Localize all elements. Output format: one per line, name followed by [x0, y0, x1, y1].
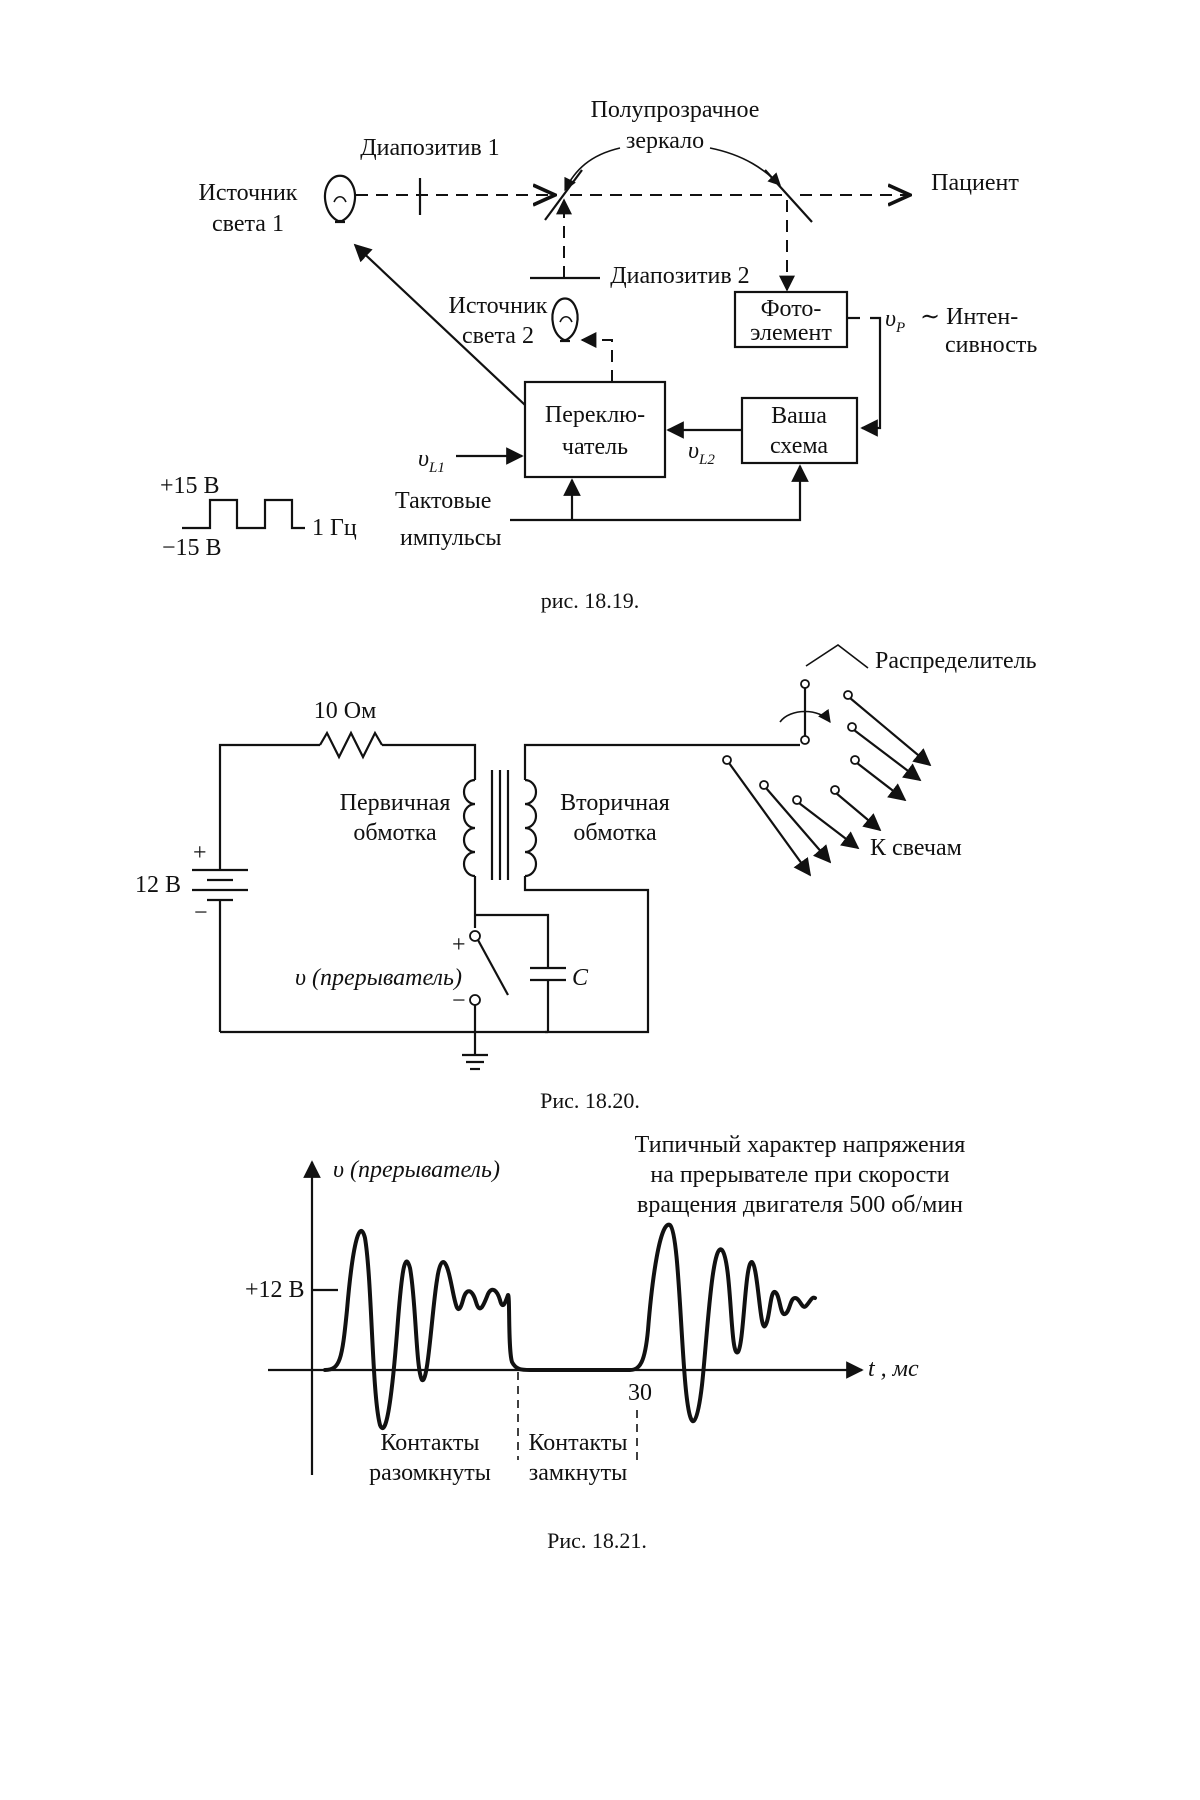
wire-battery-top [220, 745, 320, 820]
wire-secondary-to-distributor [525, 745, 800, 780]
vp-label: υP [885, 306, 905, 336]
wire-resistor-to-primary [382, 745, 475, 780]
figure-18-20: 10 Ом Первичная обмотка Вторичная обмотк… [135, 645, 1037, 1113]
switch-to-source2-line [582, 340, 612, 382]
x-axis-label: t , мс [868, 1356, 919, 1382]
minus15-label: −15 В [162, 535, 222, 561]
distributor-pointer [806, 645, 868, 668]
wire-to-capacitor [475, 915, 548, 968]
circuit-label-line2: схема [770, 433, 828, 459]
breaker-contact-bottom [470, 995, 480, 1005]
photocell-label-line1: Фото- [761, 296, 822, 322]
source1-label-line2: света 1 [212, 211, 284, 237]
slide2-label: Диапозитив 2 [610, 263, 749, 289]
wire-secondary-return [525, 876, 648, 1032]
contacts-closed-line1: Контакты [528, 1430, 627, 1456]
caption-18-21: Рис. 18.21. [547, 1528, 647, 1553]
title-line2: на прерывателе при скорости [650, 1162, 949, 1188]
distributor-rotor-pivot [801, 736, 809, 744]
switch-label-line2: чатель [562, 434, 628, 460]
mirror-label-line1: Полупрозрачное [591, 97, 760, 123]
vl1-label: υL1 [418, 446, 445, 476]
source2-label-line2: света 2 [462, 323, 534, 349]
photocell-label-line2: элемент [750, 320, 832, 346]
breaker-arm [478, 940, 508, 995]
mirror-pointer-right [710, 148, 780, 185]
primary-label-line2: обмотка [353, 820, 437, 846]
switch-label-line1: Переклю- [545, 402, 645, 428]
secondary-label-line1: Вторичная [560, 790, 670, 816]
intensity-label-line1: ∼ Интен- [920, 304, 1018, 330]
plus15-label: +15 В [160, 473, 220, 499]
ground-icon [462, 1055, 488, 1069]
mirror-pointer-left [565, 148, 620, 190]
breaker-contact-top [470, 931, 480, 941]
secondary-label-line2: обмотка [573, 820, 657, 846]
photocell-to-circuit-line [862, 318, 880, 428]
switch-box [525, 382, 665, 477]
primary-coil-icon [464, 780, 475, 876]
breaker-voltage-wave [325, 1225, 815, 1428]
battery-minus: − [194, 900, 208, 926]
resistor-label: 10 Ом [314, 698, 377, 724]
freq-label: 1 Гц [312, 515, 357, 541]
contacts-closed-line2: замкнуты [529, 1460, 627, 1486]
y-axis-label: υ (прерыватель) [333, 1157, 500, 1183]
caption-18-20: Рис. 18.20. [540, 1088, 640, 1113]
title-line3: вращения двигателя 500 об/мин [637, 1192, 963, 1218]
slide1-label: Диапозитив 1 [360, 135, 499, 161]
battery-label: 12 В [135, 872, 181, 898]
x-tick-label-30: 30 [628, 1380, 652, 1406]
distributor-rotor-tip [801, 680, 809, 688]
to-plugs-label: К свечам [870, 835, 962, 861]
distributor-label: Распределитель [875, 648, 1037, 674]
intensity-label-line2: сивность [945, 332, 1037, 358]
battery-plus: + [193, 840, 207, 866]
mirror-label-line2: зеркало [626, 128, 704, 154]
resistor-icon [320, 733, 382, 757]
breaker-label: υ (прерыватель) [295, 965, 462, 991]
clock-label-line1: Тактовые [395, 488, 491, 514]
lamp1-icon [325, 176, 355, 222]
patient-label: Пациент [931, 170, 1019, 196]
y-tick-label: +12 В [245, 1277, 305, 1303]
lamp2-icon [552, 299, 577, 342]
source1-label-line1: Источник [199, 180, 298, 206]
capacitor-label: C [572, 965, 589, 991]
vl2-label: υL2 [688, 438, 715, 468]
breaker-plus: + [452, 932, 466, 958]
contacts-open-line2: разомкнуты [369, 1460, 491, 1486]
title-line1: Типичный характер напряжения [635, 1132, 966, 1158]
capacitor-icon [530, 968, 566, 1032]
square-wave-icon [182, 500, 305, 528]
figure-18-19: Полупрозрачное зеркало Диапозитив 1 Исто… [160, 97, 1037, 613]
breaker-minus: − [452, 988, 466, 1014]
primary-label-line1: Первичная [340, 790, 451, 816]
secondary-coil-icon [525, 780, 536, 876]
clock-label-line2: импульсы [400, 525, 502, 551]
circuit-label-line1: Ваша [771, 403, 827, 429]
figure-18-21: Типичный характер напряжения на прерыват… [245, 1132, 965, 1553]
contacts-open-line1: Контакты [380, 1430, 479, 1456]
source2-label-line1: Источник [449, 293, 548, 319]
caption-18-19: рис. 18.19. [541, 588, 640, 613]
